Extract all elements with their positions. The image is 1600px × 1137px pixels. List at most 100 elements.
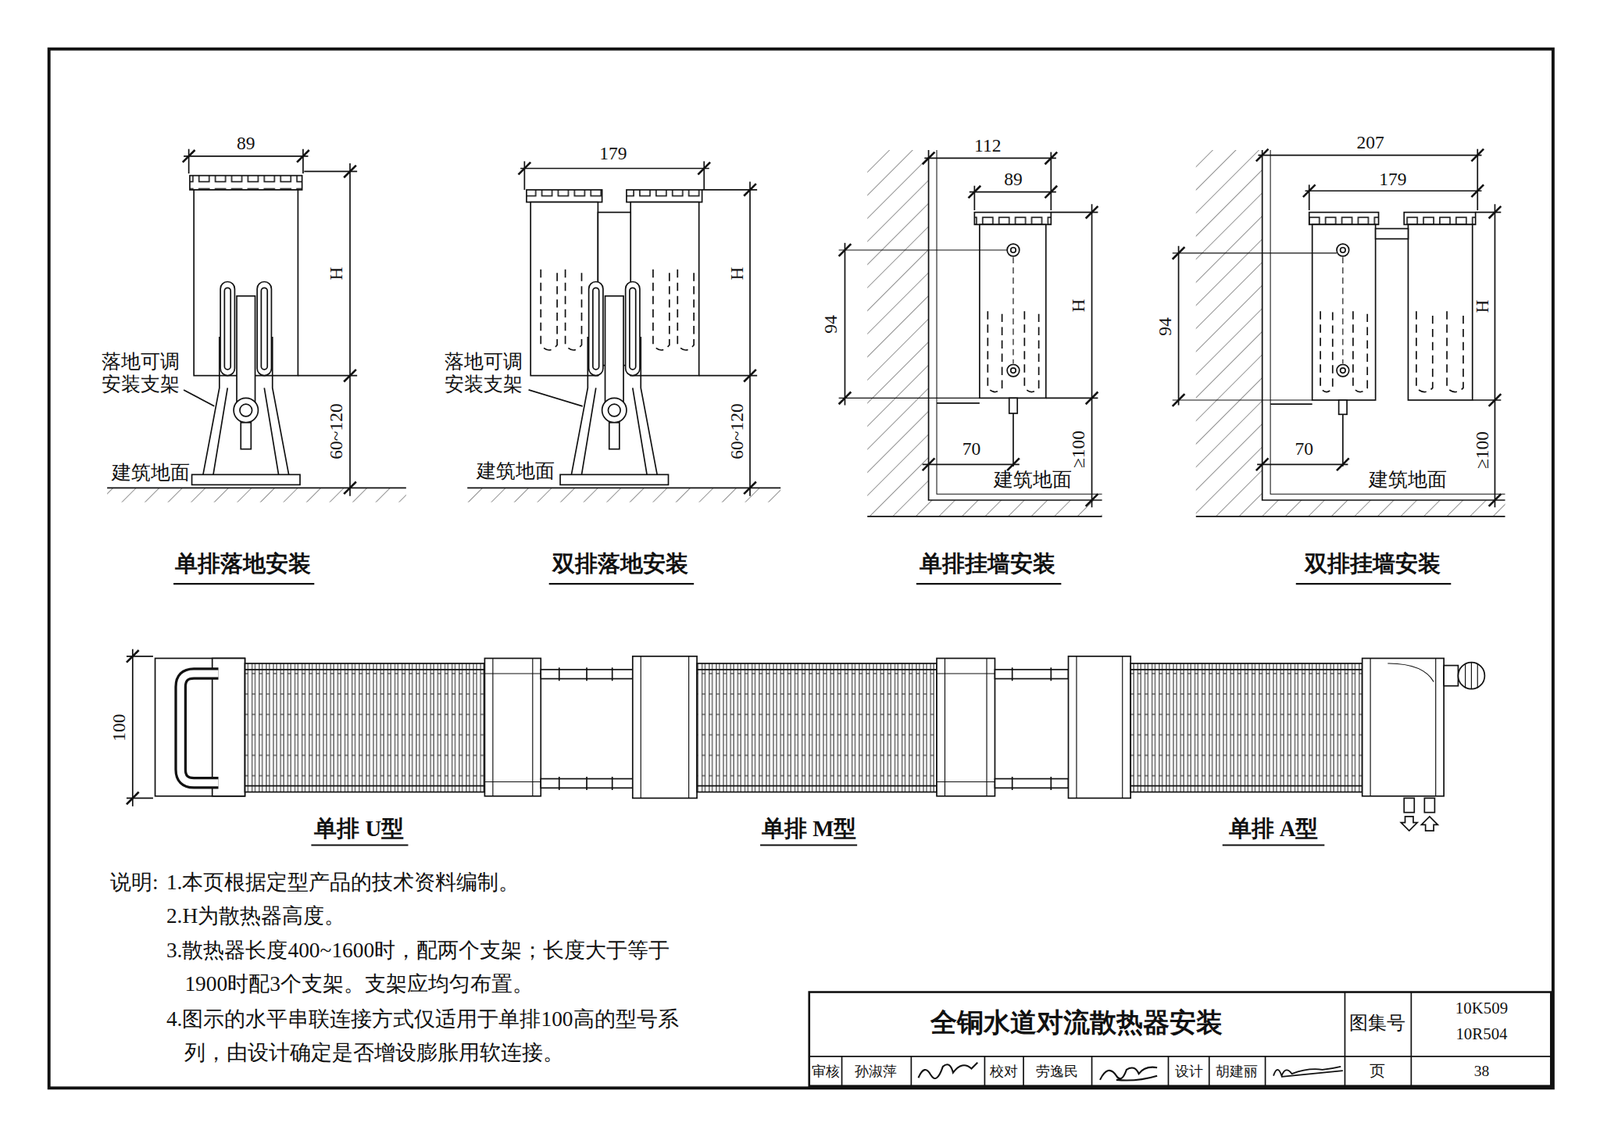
double-wall-radiator-part	[1196, 150, 1263, 500]
series-radiator-part	[484, 657, 541, 796]
single-wall-radiator-part	[839, 392, 852, 405]
dimension-label: 179	[599, 143, 627, 165]
series-radiator-part	[1068, 656, 1132, 799]
single-floor-radiator-part	[183, 389, 215, 407]
single-wall-radiator-part	[839, 243, 852, 257]
series-radiator-part	[760, 843, 858, 846]
single-wall-radiator-part	[1044, 185, 1058, 199]
double-wall-radiator-part	[1305, 189, 1483, 192]
dimension-label: 校对	[989, 1063, 1018, 1079]
note-text: 3.散热器长度400~1600时，配两个支架；长度大于等于1900时配3个支架。…	[184, 933, 705, 1001]
single-wall-radiator-part	[928, 150, 1103, 500]
double-wall-radiator-part	[1403, 212, 1475, 225]
double-floor-radiator-part	[743, 183, 757, 197]
single-wall-radiator	[839, 150, 1103, 584]
single-wall-radiator-part	[987, 310, 1039, 392]
double-wall-radiator-part	[1336, 457, 1350, 471]
single-wall-radiator-part	[968, 185, 982, 199]
series-radiator-part	[559, 667, 613, 790]
double-wall-radiator-part	[1172, 246, 1186, 260]
series-radiator-part	[1130, 663, 1362, 793]
series-radiator-part	[155, 657, 246, 796]
series-radiator-part	[936, 657, 995, 796]
single-wall-radiator-part	[1050, 152, 1052, 211]
double-floor-radiator-part	[526, 189, 603, 203]
single-wall-radiator-part	[1010, 247, 1017, 254]
double-wall-radiator-part	[1475, 211, 1502, 214]
single-wall-radiator-part	[924, 157, 1056, 160]
series-radiator-part	[132, 649, 134, 807]
series-radiator-part	[244, 785, 485, 787]
single-wall-radiator-part	[867, 500, 1102, 517]
series-radiator-part	[310, 843, 408, 846]
title-block-part	[918, 1062, 979, 1079]
single-floor-radiator-part	[296, 150, 310, 163]
series-radiator-part	[1465, 662, 1479, 690]
single-floor-radiator-part	[189, 175, 303, 190]
double-floor-radiator-part	[518, 162, 532, 175]
double-wall-radiator-part	[1196, 500, 1506, 517]
double-wall-radiator-part	[1342, 414, 1344, 467]
dimension-label: 10K509	[1455, 998, 1508, 1018]
dimension-label: 孙淑萍	[854, 1063, 897, 1079]
note-text: 4.图示的水平串联连接方式仅适用于单排100高的型号系列，由设计确定是否增设膨胀…	[184, 1002, 705, 1070]
double-wall-radiator-part	[1340, 247, 1347, 254]
view-title: 单排挂墙安装	[919, 551, 1056, 578]
single-wall-radiator-part	[974, 212, 1051, 225]
series-radiator	[126, 649, 1485, 846]
double-floor-radiator-part	[697, 162, 711, 175]
series-radiator-part	[126, 797, 154, 800]
double-wall-radiator-part	[1270, 403, 1313, 405]
series-radiator-part	[244, 663, 485, 793]
double-wall-radiator-part	[1494, 203, 1497, 508]
dimension-label: 100	[108, 714, 130, 742]
double-wall-radiator-part	[1339, 400, 1347, 415]
double-wall-radiator-part	[1172, 399, 1313, 400]
single-wall-radiator-part	[916, 582, 1061, 585]
double-wall-radiator-part	[1336, 364, 1350, 377]
single-wall-radiator-part	[1012, 413, 1015, 467]
dimension-label: 207	[1356, 132, 1384, 154]
series-radiator-part	[126, 655, 154, 658]
dimension-label: 94	[821, 315, 843, 335]
dimension-label: 设计	[1175, 1063, 1204, 1079]
single-wall-radiator-part	[1085, 493, 1099, 507]
single-wall-radiator-part	[844, 242, 847, 406]
double-wall-radiator-part	[1342, 257, 1343, 364]
dimension-label: 60~120	[727, 403, 749, 460]
series-radiator-part	[180, 673, 218, 783]
view-title: 单排 U型	[314, 815, 404, 842]
dimension-label: 112	[974, 135, 1001, 157]
single-wall-radiator-part	[979, 224, 1047, 398]
series-radiator-part	[1076, 656, 1123, 799]
double-wall-radiator-part	[1262, 150, 1506, 500]
single-wall-radiator-part	[1007, 243, 1020, 257]
series-radiator-part	[1222, 843, 1325, 846]
double-wall-radiator-part	[1340, 367, 1347, 374]
series-radiator-part	[1370, 657, 1436, 796]
view-title: 单排落地安装	[175, 551, 311, 578]
dimension-label: 建筑地面	[476, 460, 555, 483]
note-text: 2.H为散热器高度。	[166, 899, 346, 933]
dimension-label: 落地可调安装支架	[442, 351, 526, 397]
single-floor-radiator-part	[183, 155, 308, 158]
double-floor-radiator-part	[467, 487, 781, 502]
double-wall-radiator-part	[1196, 515, 1506, 518]
dimension-label: 89	[1003, 168, 1023, 190]
series-radiator-part	[1443, 665, 1458, 686]
single-wall-radiator-part	[936, 150, 1103, 494]
view-title: 双排落地安装	[552, 551, 689, 578]
double-wall-radiator-part	[1471, 149, 1484, 162]
single-floor-radiator-part	[302, 149, 304, 174]
double-floor-radiator-part	[467, 486, 781, 489]
series-radiator-part	[696, 668, 937, 671]
sheet-frame	[49, 49, 1554, 1089]
double-wall-radiator-part	[1256, 457, 1269, 471]
series-radiator-part	[180, 673, 218, 783]
single-floor-radiator-part	[182, 150, 196, 163]
double-wall-radiator-part	[1320, 310, 1464, 392]
double-wall-radiator-part	[1489, 206, 1502, 219]
series-radiator-part	[244, 668, 485, 671]
title-block-part	[809, 992, 1552, 1086]
view-title: 单排 M型	[761, 815, 857, 842]
